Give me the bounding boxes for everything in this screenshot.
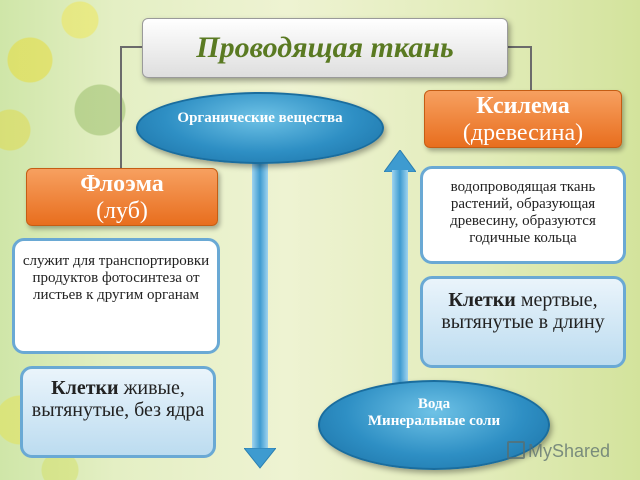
connector-right-vertical [530,46,532,90]
phloem-cells-text: живые, вытянутые, без ядра [31,377,205,421]
water-minerals-ellipse: Вода Минеральные соли [318,380,550,470]
watermark-logo-icon [506,441,525,459]
organic-substances-ellipse: Органические вещества [136,92,384,164]
xylem-alt-name: (древесина) [462,120,584,146]
phloem-header: Флоэма (луб) [26,168,218,226]
watermark-text: MyShared [527,441,610,461]
phloem-cells-bold: Клетки [51,377,119,399]
phloem-name: Флоэма [80,171,164,197]
phloem-alt-name: (луб) [96,198,148,224]
xylem-name: Ксилема [476,93,570,119]
phloem-cells-box: Клетки живые, вытянутые, без ядра [20,366,216,458]
water-label: Вода [417,396,451,412]
xylem-cells-bold: Клетки [448,289,516,311]
xylem-header: Ксилема (древесина) [424,90,622,148]
connector-right-horizontal [508,46,532,48]
phloem-description: служит для транспортировки продуктов фот… [12,238,220,354]
xylem-cells-box: Клетки мертвые, вытянутые в длину [420,276,626,368]
down-arrow-icon [244,448,276,469]
connector-left-horizontal [120,46,144,48]
mineral-salts-label: Минеральные соли [367,413,501,429]
watermark: MyShared [506,441,610,462]
xylem-cells-text: мертвые, вытянутые в длину [441,289,605,333]
up-arrow-shaft [392,170,408,384]
diagram-title: Проводящая ткань [142,18,508,78]
up-arrow-icon [384,150,416,172]
xylem-description: водопроводящая ткань растений, образующа… [420,166,626,264]
connector-left-vertical [120,46,122,168]
down-arrow-shaft [252,162,268,452]
